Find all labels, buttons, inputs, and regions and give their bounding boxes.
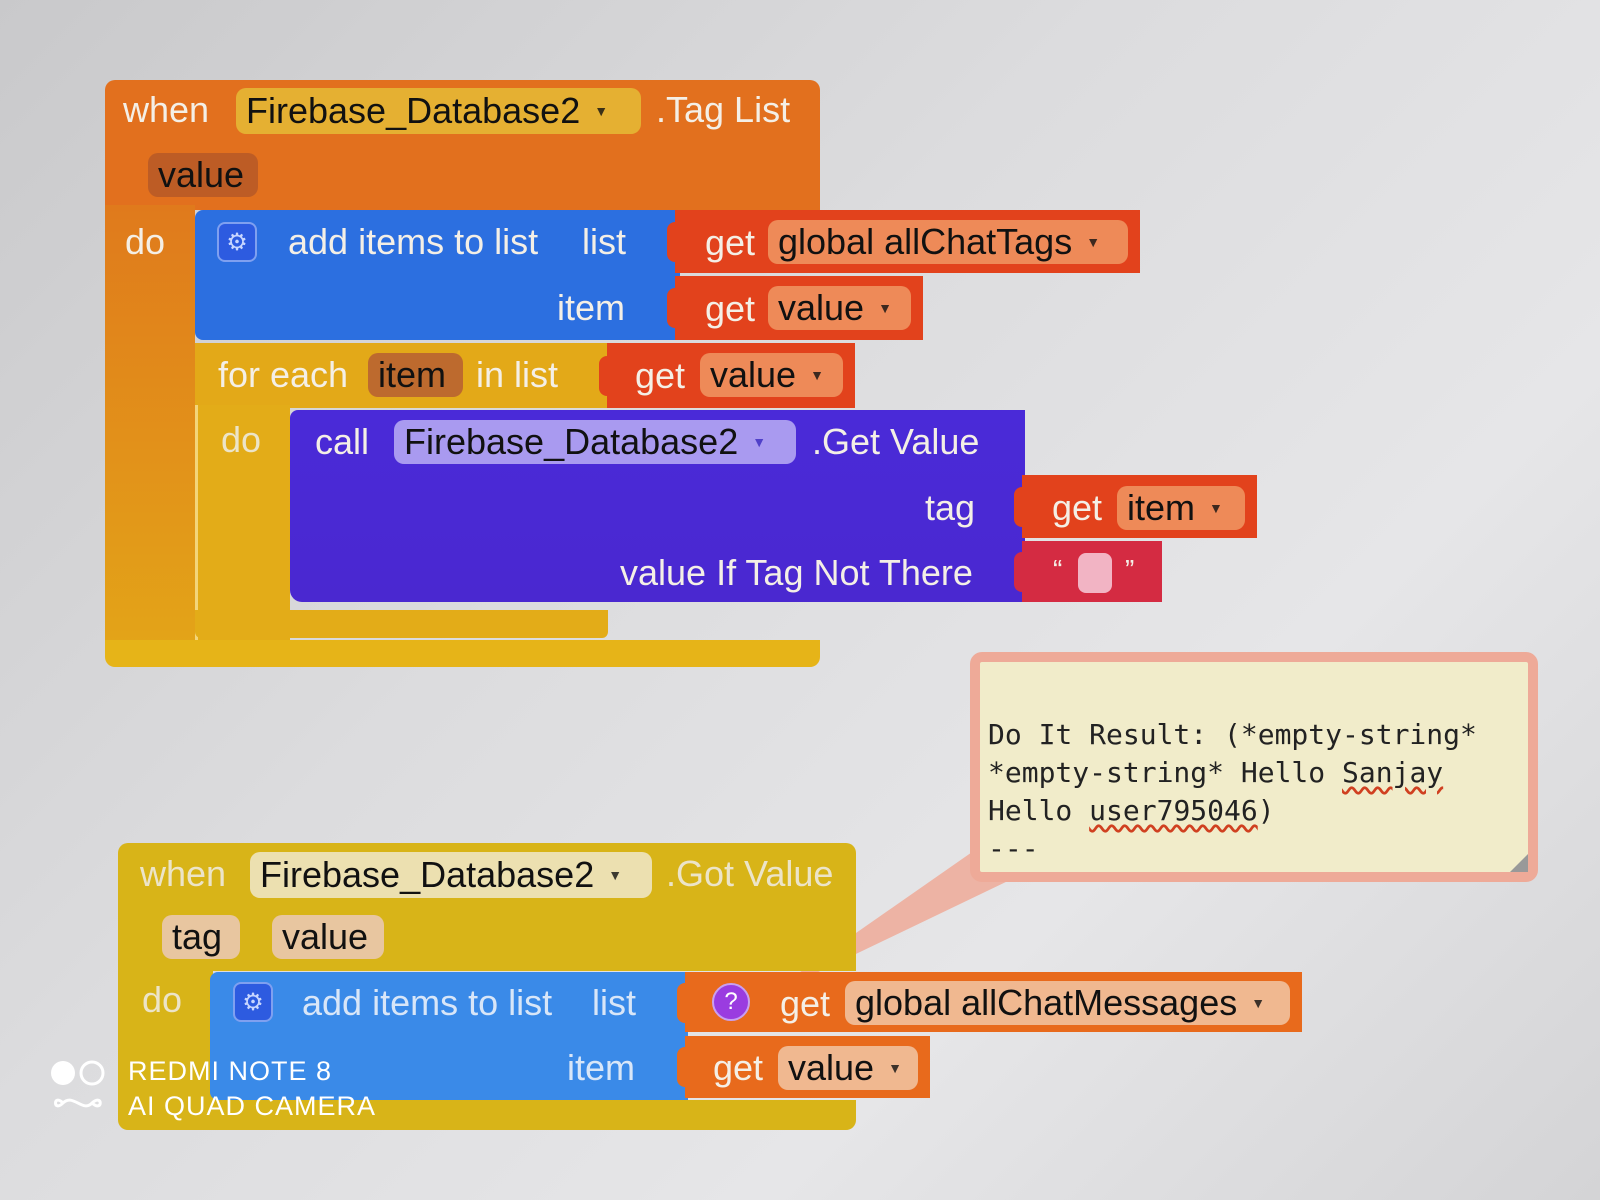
component-dropdown[interactable]: Firebase_Database2 ▼ [394, 420, 796, 464]
socket-connector [677, 983, 685, 1023]
loop-variable[interactable]: item [368, 353, 463, 397]
text-input-field[interactable] [1078, 553, 1112, 593]
resize-handle-icon[interactable] [1510, 854, 1528, 872]
watermark-line1: REDMI NOTE 8 [128, 1056, 333, 1086]
in-list-label: in list [476, 354, 559, 395]
event-block-spine [105, 205, 195, 645]
dropdown-arrow-icon: ▼ [810, 367, 824, 383]
dropdown-arrow-icon: ▼ [594, 103, 609, 119]
component-dropdown[interactable]: Firebase_Database2 ▼ [250, 852, 652, 898]
get-label: get [713, 1047, 764, 1088]
mutator-gear-icon[interactable]: ⚙ [217, 222, 257, 262]
result-text: Do It Result: (*empty-string* *empty-str… [988, 718, 1477, 865]
list-socket-label: list [592, 982, 636, 1023]
watermark-line2: AI QUAD CAMERA [128, 1091, 377, 1121]
socket-connector [599, 356, 607, 396]
event-name: .Got Value [666, 853, 834, 894]
variable-dropdown[interactable]: value ▼ [778, 1046, 918, 1090]
for-each-footer [195, 610, 608, 638]
add-items-label: add items to list [302, 982, 553, 1023]
variable-dropdown[interactable]: item ▼ [1117, 486, 1245, 530]
param-tag[interactable]: tag [162, 915, 240, 959]
component-dropdown[interactable]: Firebase_Database2 ▼ [236, 88, 641, 134]
get-label: get [1052, 487, 1103, 528]
when-label: when [123, 89, 210, 130]
add-items-label: add items to list [288, 221, 539, 262]
item-socket-label: item [567, 1047, 636, 1088]
event-block-footer [105, 640, 820, 667]
dropdown-arrow-icon: ▼ [1086, 234, 1101, 250]
dropdown-arrow-icon: ▼ [608, 867, 623, 883]
param-value[interactable]: value [272, 915, 384, 959]
do-label: do [221, 419, 262, 460]
do-label: do [125, 221, 166, 262]
dropdown-arrow-icon: ▼ [1209, 500, 1223, 516]
event-name: .Tag List [656, 89, 791, 130]
variable-dropdown[interactable]: global allChatTags ▼ [768, 220, 1128, 264]
tag-socket-label: tag [925, 487, 976, 528]
dropdown-arrow-icon: ▼ [752, 434, 767, 450]
list-socket-label: list [582, 221, 626, 262]
param-value[interactable]: value [148, 153, 258, 197]
mutator-gear-icon[interactable]: ⚙ [233, 982, 273, 1022]
open-quote: “ [1053, 554, 1063, 585]
dropdown-arrow-icon: ▼ [888, 1060, 902, 1076]
add-items-body [195, 210, 680, 340]
dropdown-arrow-icon: ▼ [878, 300, 892, 316]
do-it-result-bubble[interactable]: Do It Result: (*empty-string* *empty-str… [970, 652, 1538, 882]
socket-connector [667, 222, 675, 262]
variable-dropdown[interactable]: global allChatMessages ▼ [845, 981, 1290, 1025]
dropdown-arrow-icon: ▼ [1251, 995, 1266, 1011]
get-label: get [705, 222, 756, 263]
method-name: .Get Value [812, 421, 980, 462]
when-label: when [140, 853, 227, 894]
get-label: get [705, 288, 756, 329]
socket-connector [1014, 487, 1022, 527]
for-each-spine [195, 405, 290, 640]
variable-dropdown[interactable]: value ▼ [768, 286, 911, 330]
socket-connector [677, 1047, 685, 1087]
item-socket-label: item [557, 287, 626, 328]
close-quote: ” [1125, 554, 1135, 585]
get-label: get [780, 983, 831, 1024]
quad-camera-logo-icon [51, 1060, 105, 1108]
event-block-spine [118, 965, 213, 1110]
warning-question-icon[interactable]: ? [712, 983, 750, 1021]
variable-dropdown[interactable]: value ▼ [700, 353, 843, 397]
do-label: do [142, 979, 183, 1020]
for-each-label: for each [218, 354, 349, 395]
get-label: get [635, 355, 686, 396]
socket-connector [1014, 552, 1022, 592]
event-block-footer [118, 1100, 856, 1130]
component-name: Firebase_Database2 [246, 90, 581, 131]
add-items-body [210, 972, 688, 1100]
call-label: call [315, 421, 370, 462]
default-socket-label: value If Tag Not There [620, 552, 973, 593]
socket-connector [667, 288, 675, 328]
